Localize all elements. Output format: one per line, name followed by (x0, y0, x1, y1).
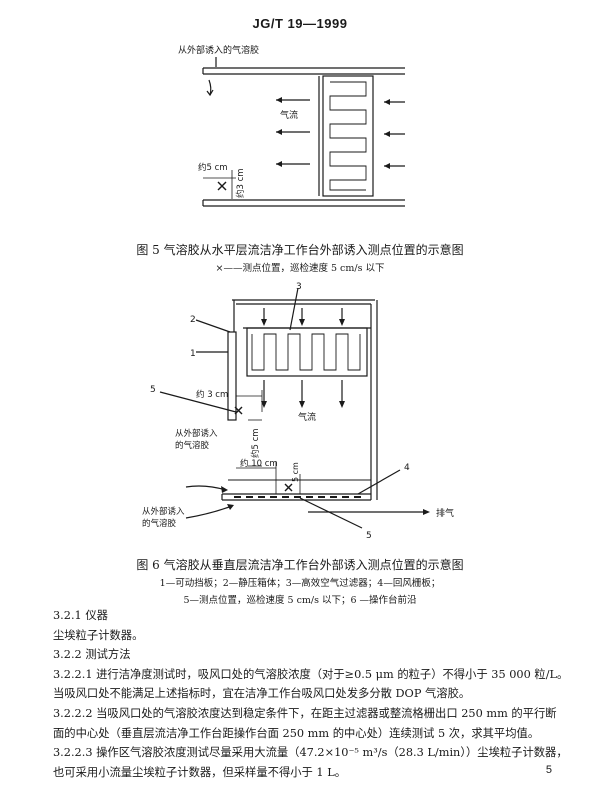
fig6-dim-5cm-small: 5 cm (291, 462, 300, 482)
section-3-2-2-heading: 3.2.2 测试方法 (53, 648, 131, 662)
fig6-dim-10cm: 约 10 cm (240, 458, 278, 469)
section-3-2-2-1-line-2: 当吸风口处不能满足上述指标时，宜在洁净工作台吸风口处发多分散 DOP 气溶胶。 (53, 687, 471, 701)
section-3-2-1-heading: 3.2.1 仪器 (53, 609, 108, 622)
figure-6-caption: 图 6 气溶胶从垂直层流洁净工作台外部诱入测点位置的示意图 (136, 558, 464, 572)
figure-6-legend-line-1: 1—可动挡板；2—静压箱体；3—高效空气过滤器；4—回风栅板； (159, 578, 441, 589)
fig6-num-5-upper: 5 (150, 385, 156, 395)
figure-6-diagram: 2 1 3 5 约 3 cm 气流 约5 cm 从外部诱入 的气溶胶 约 10 … (142, 282, 454, 541)
fig6-entry-arrow-2 (185, 505, 233, 519)
fig6-outside-label-1b: 的气溶胶 (175, 440, 210, 451)
fig6-movable-baffle (227, 331, 237, 421)
fig5-dim-3cm: 约3 cm (235, 168, 246, 198)
fig6-outside-label-1a: 从外部诱入 (175, 428, 218, 439)
section-3-2-2-2-line-1: 3.2.2.2 当吸风口处的气溶胶浓度达到稳定条件下，在距主过滤器或整流格栅出口… (53, 706, 557, 720)
fig5-top-label: 从外部诱入的气溶胶 (178, 44, 259, 56)
section-3-2-2-3-line-2: 也可采用小流量尘埃粒子计数器，但采样量不得小于 1 L。 (53, 765, 346, 779)
fig6-outside-label-2b: 的气溶胶 (142, 518, 177, 529)
fig6-airflow-label: 气流 (298, 411, 316, 423)
fig6-exhaust-label: 排气 (436, 507, 454, 519)
fig6-filter (246, 327, 368, 377)
figure-5-legend: ×——测点位置，巡检速度 5 cm/s 以下 (215, 263, 385, 274)
fig6-num-3: 3 (296, 282, 302, 292)
page-header: JG/T 19—1999 (252, 16, 348, 31)
body-text: 3.2.1 仪器 尘埃粒子计数器。 3.2.2 测试方法 3.2.2.1 进行洁… (53, 606, 569, 782)
fig6-num-5-lower: 5 (366, 531, 372, 541)
fig5-filter-box (322, 75, 374, 197)
fig6-num-1: 1 (190, 349, 196, 359)
fig6-num-4: 4 (404, 463, 410, 473)
page-number: 5 (545, 764, 552, 776)
fig6-filter-pleats (251, 333, 361, 371)
fig6-num-2: 2 (190, 315, 196, 325)
fig6-dim-5cm-vert: 约5 cm (250, 428, 261, 458)
fig6-entry-arrow-1 (185, 485, 227, 491)
figure-5-caption: 图 5 气溶胶从水平层流洁净工作台外部诱入测点位置的示意图 (136, 243, 464, 257)
fig5-dim-5cm: 约5 cm (198, 162, 228, 173)
figure-6-legend-line-2: 5—测点位置，巡检速度 5 cm/s 以下；6 —操作台前沿 (183, 595, 417, 606)
section-3-2-1-content: 尘埃粒子计数器。 (53, 628, 144, 642)
fig6-outside-label-2a: 从外部诱入 (142, 506, 185, 517)
figure-5-diagram: 从外部诱入的气溶胶 气流 约5 cm 约3 cm (178, 44, 405, 207)
fig5-airflow-label: 气流 (280, 109, 298, 121)
section-3-2-2-1-line-1: 3.2.2.1 进行洁净度测试时，吸风口处的气溶胶浓度（对于≥0.5 μm 的粒… (53, 667, 569, 681)
fig5-entry-curve (208, 79, 212, 96)
fig6-dim-3cm: 约 3 cm (196, 389, 228, 400)
section-3-2-2-2-line-2: 面的中心处（垂直层流洁净工作台距操作台面 250 mm 的中心处）连续测试 5 … (53, 726, 540, 740)
section-3-2-2-3-line-1: 3.2.2.3 操作区气溶胶浓度测试尽量采用大流量（47.2×10⁻⁵ m³/s… (53, 746, 568, 760)
fig5-filter-pleats (329, 81, 367, 191)
